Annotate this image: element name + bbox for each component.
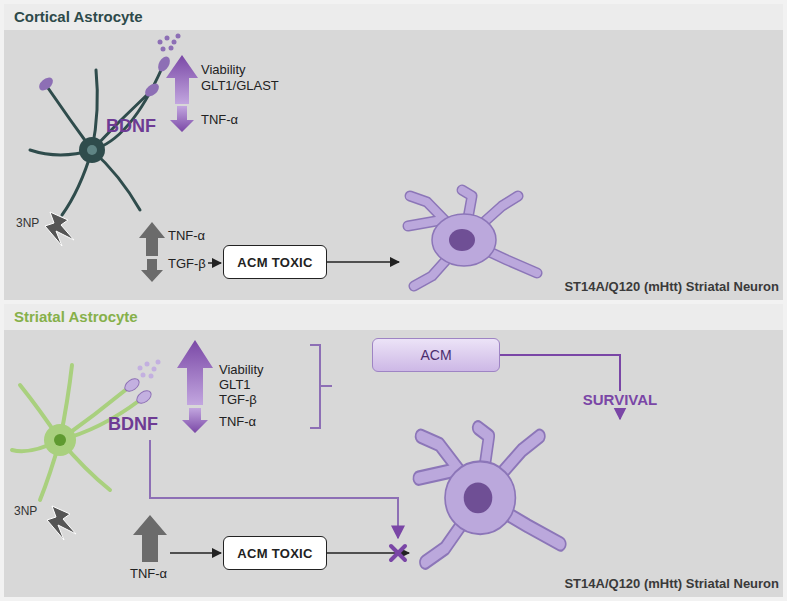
neuron-node: ST14A/Q120 (mHtt) Striatal Neuron: [400, 190, 783, 298]
cortical-astrocyte: [30, 68, 162, 215]
effect-label: TNF-α: [130, 566, 167, 581]
panel-header: [4, 304, 783, 330]
panel-header: [4, 4, 783, 30]
effect-label: TNF-α: [219, 414, 256, 429]
effect-label: TGF-β: [219, 392, 257, 407]
connector: [327, 261, 399, 263]
increase-arrow: [133, 515, 167, 562]
lightning: [45, 212, 74, 246]
decrease-arrow: [170, 106, 194, 132]
factor-label: BDNF: [106, 116, 156, 137]
factor-label: BDNF: [108, 414, 158, 435]
neuron-figure: [408, 190, 537, 286]
block-x: [391, 546, 405, 560]
effect-label: GLT1: [219, 377, 251, 392]
effect-label: TGF-β: [168, 256, 206, 271]
bdnf-vesicles: [158, 34, 181, 52]
panel-title: Cortical Astrocyte: [4, 4, 783, 30]
effect-label: Viability: [219, 362, 264, 377]
node-text: ST14A/Q120 (mHtt) Striatal Neuron: [564, 279, 779, 294]
bdnf-block-line: [150, 440, 398, 538]
node-text: ST14A/Q120 (mHtt) Striatal Neuron: [564, 576, 779, 591]
end-foot: [37, 75, 56, 93]
bdnf-vesicles: [138, 360, 161, 379]
increase-arrow: [166, 55, 198, 104]
effect-label: GLT1/GLAST: [201, 78, 279, 93]
effect-label: TNF-α: [201, 112, 238, 127]
decrease-arrow: [141, 259, 163, 282]
increase-arrow: [177, 340, 213, 405]
astrocyte-nucleus: [87, 145, 97, 155]
effect-label: Viability: [201, 62, 246, 77]
effect-label: TNF-α: [168, 228, 205, 243]
effect-label: 3NP: [16, 216, 39, 230]
medium-box: ACM TOXIC: [223, 536, 327, 570]
astrocyte-nucleus: [54, 434, 66, 446]
end-foot: [156, 55, 173, 74]
end-foot: [143, 81, 162, 99]
astrocyte-body: [79, 137, 105, 163]
panel-band: Striatal AstrocyteACM TOXIC ACM ST14A/Q120…: [4, 304, 783, 597]
panel-title: Striatal Astrocyte: [4, 304, 783, 330]
leader-arrow: [208, 262, 221, 264]
effect-label: 3NP: [14, 504, 37, 518]
increase-arrow: [139, 222, 165, 256]
bracket: [310, 345, 332, 428]
panel-ground: [4, 330, 783, 597]
leader-arrow: [170, 552, 221, 554]
neuron-figure: [419, 428, 561, 562]
medium-box: ACM: [372, 338, 500, 372]
edge-label: SURVIVAL: [580, 391, 660, 408]
medium-box: ACM TOXIC: [223, 245, 327, 279]
connector: [500, 355, 620, 419]
lightning: [47, 506, 76, 540]
node-text: ACM: [420, 347, 451, 363]
panel-ground: [4, 30, 783, 300]
end-foot: [135, 388, 154, 405]
connector: [327, 552, 409, 554]
decrease-arrow: [182, 408, 208, 433]
panel-band: Cortical AstrocyteACM TOXIC ST14A/Q120 (m…: [4, 4, 783, 300]
node-text: ACM TOXIC: [237, 546, 312, 561]
end-foot: [123, 376, 142, 393]
node-text: ACM TOXIC: [237, 255, 312, 270]
neuron-node: ST14A/Q120 (mHtt) Striatal Neuron: [410, 420, 783, 595]
astrocyte-body: [44, 424, 76, 456]
